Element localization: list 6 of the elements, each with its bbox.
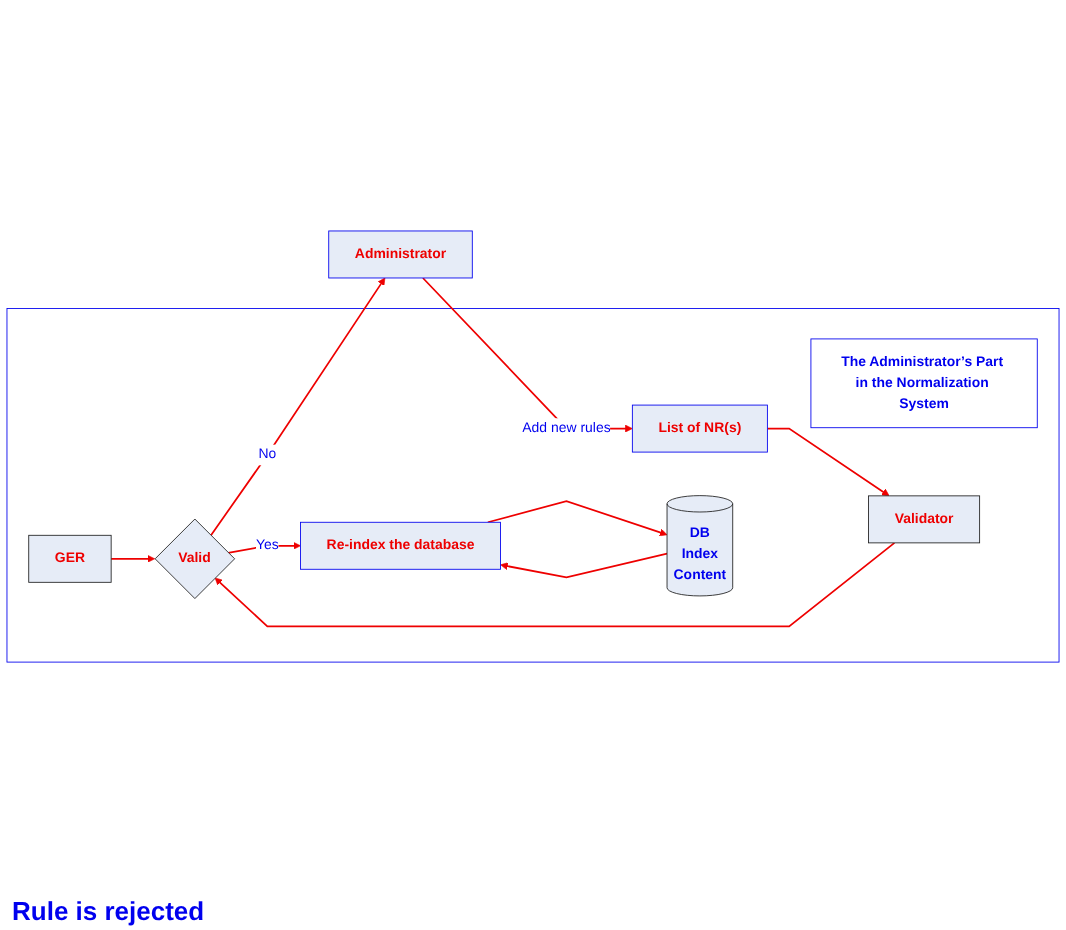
arrow xyxy=(766,427,890,496)
arrow xyxy=(110,554,156,563)
arrow xyxy=(500,552,668,578)
note-text: Rule is rejected xyxy=(10,894,207,930)
arrow xyxy=(210,277,386,536)
cluster xyxy=(6,307,1060,662)
